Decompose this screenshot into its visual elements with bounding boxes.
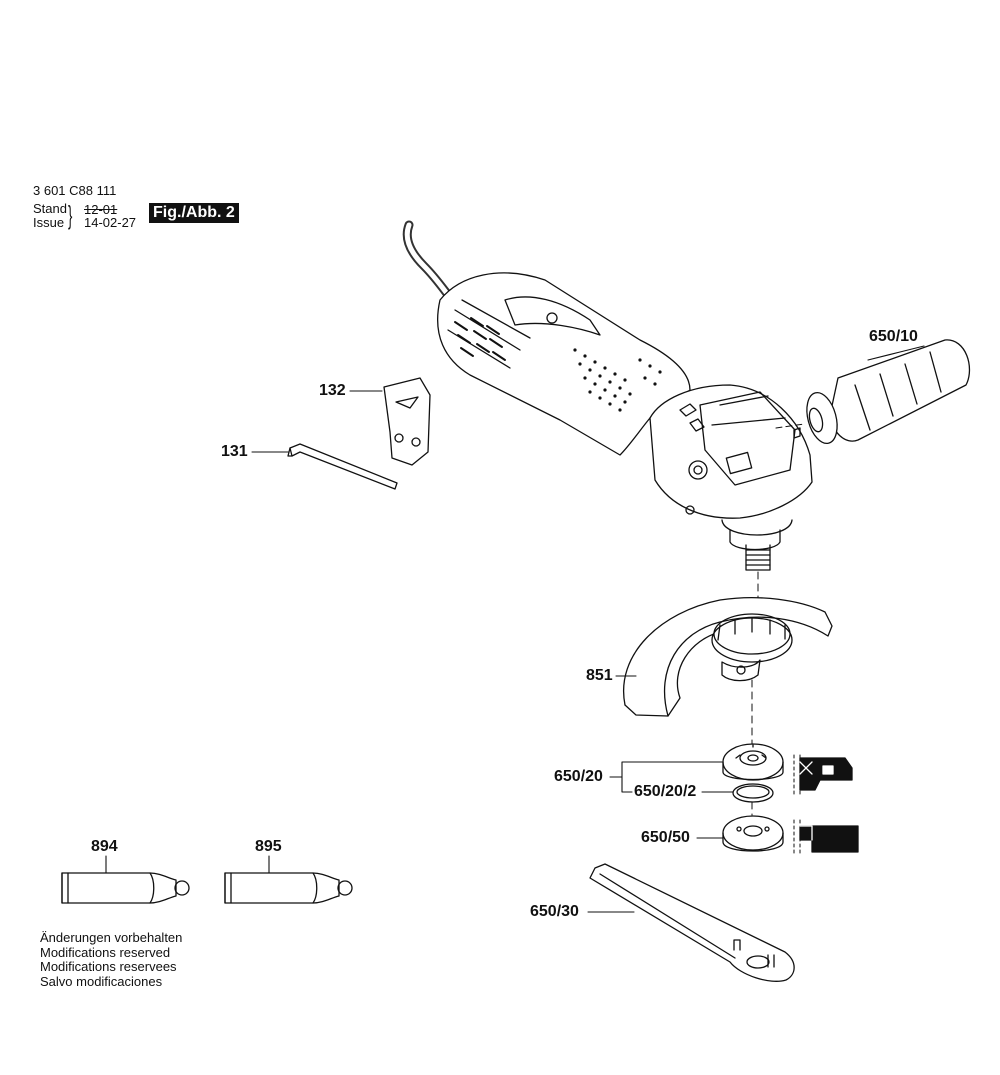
part-label-132: 132 [319,382,346,399]
nut-section-icon [793,819,859,856]
issue-date: 14-02-27 [84,215,137,230]
old-date: 12-01 [84,202,118,217]
part-label-895: 895 [255,838,282,855]
o-ring-icon [732,783,774,803]
leader-lines [105,345,925,913]
stand-label: Stand [33,201,67,216]
part-label-650-50: 650/50 [641,829,690,846]
o-ring-inner-icon [736,785,770,799]
part-label-131: 131 [221,443,248,460]
issue-label: Issue [33,215,65,230]
part-label-650-20-2: 650/20/2 [634,783,697,800]
grease-tube-894-icon [61,872,190,904]
grease-tube-895-icon [224,872,353,904]
part-label-650-20: 650/20 [554,768,603,785]
two-pin-spanner-icon [589,863,795,982]
note-english: Modifications reserved [40,944,171,960]
power-cord-icon [402,220,457,305]
mounting-bracket-icon [383,377,431,466]
wheel-guard-icon [623,596,833,717]
part-label-650-10: 650/10 [869,328,918,345]
note-spanish: Salvo modificaciones [40,973,163,989]
part-label-650-30: 650/30 [530,903,579,920]
part-label-894: 894 [91,838,118,855]
note-french: Modifications reservees [40,959,177,974]
hex-key-icon [287,443,398,490]
clamping-flange-icon [722,743,784,781]
part-label-851: 851 [586,667,613,684]
flange-section-icon [793,754,853,796]
side-handle-icon [793,339,971,445]
note-german: Änderungen vorbehalten [40,930,183,945]
angle-grinder-icon [436,272,813,571]
clamping-nut-icon [722,815,784,852]
figure-label: Fig./Abb. 2 [149,203,239,223]
brace-icon: } [68,200,73,230]
document-number: 3 601 C88 111 [33,183,117,198]
